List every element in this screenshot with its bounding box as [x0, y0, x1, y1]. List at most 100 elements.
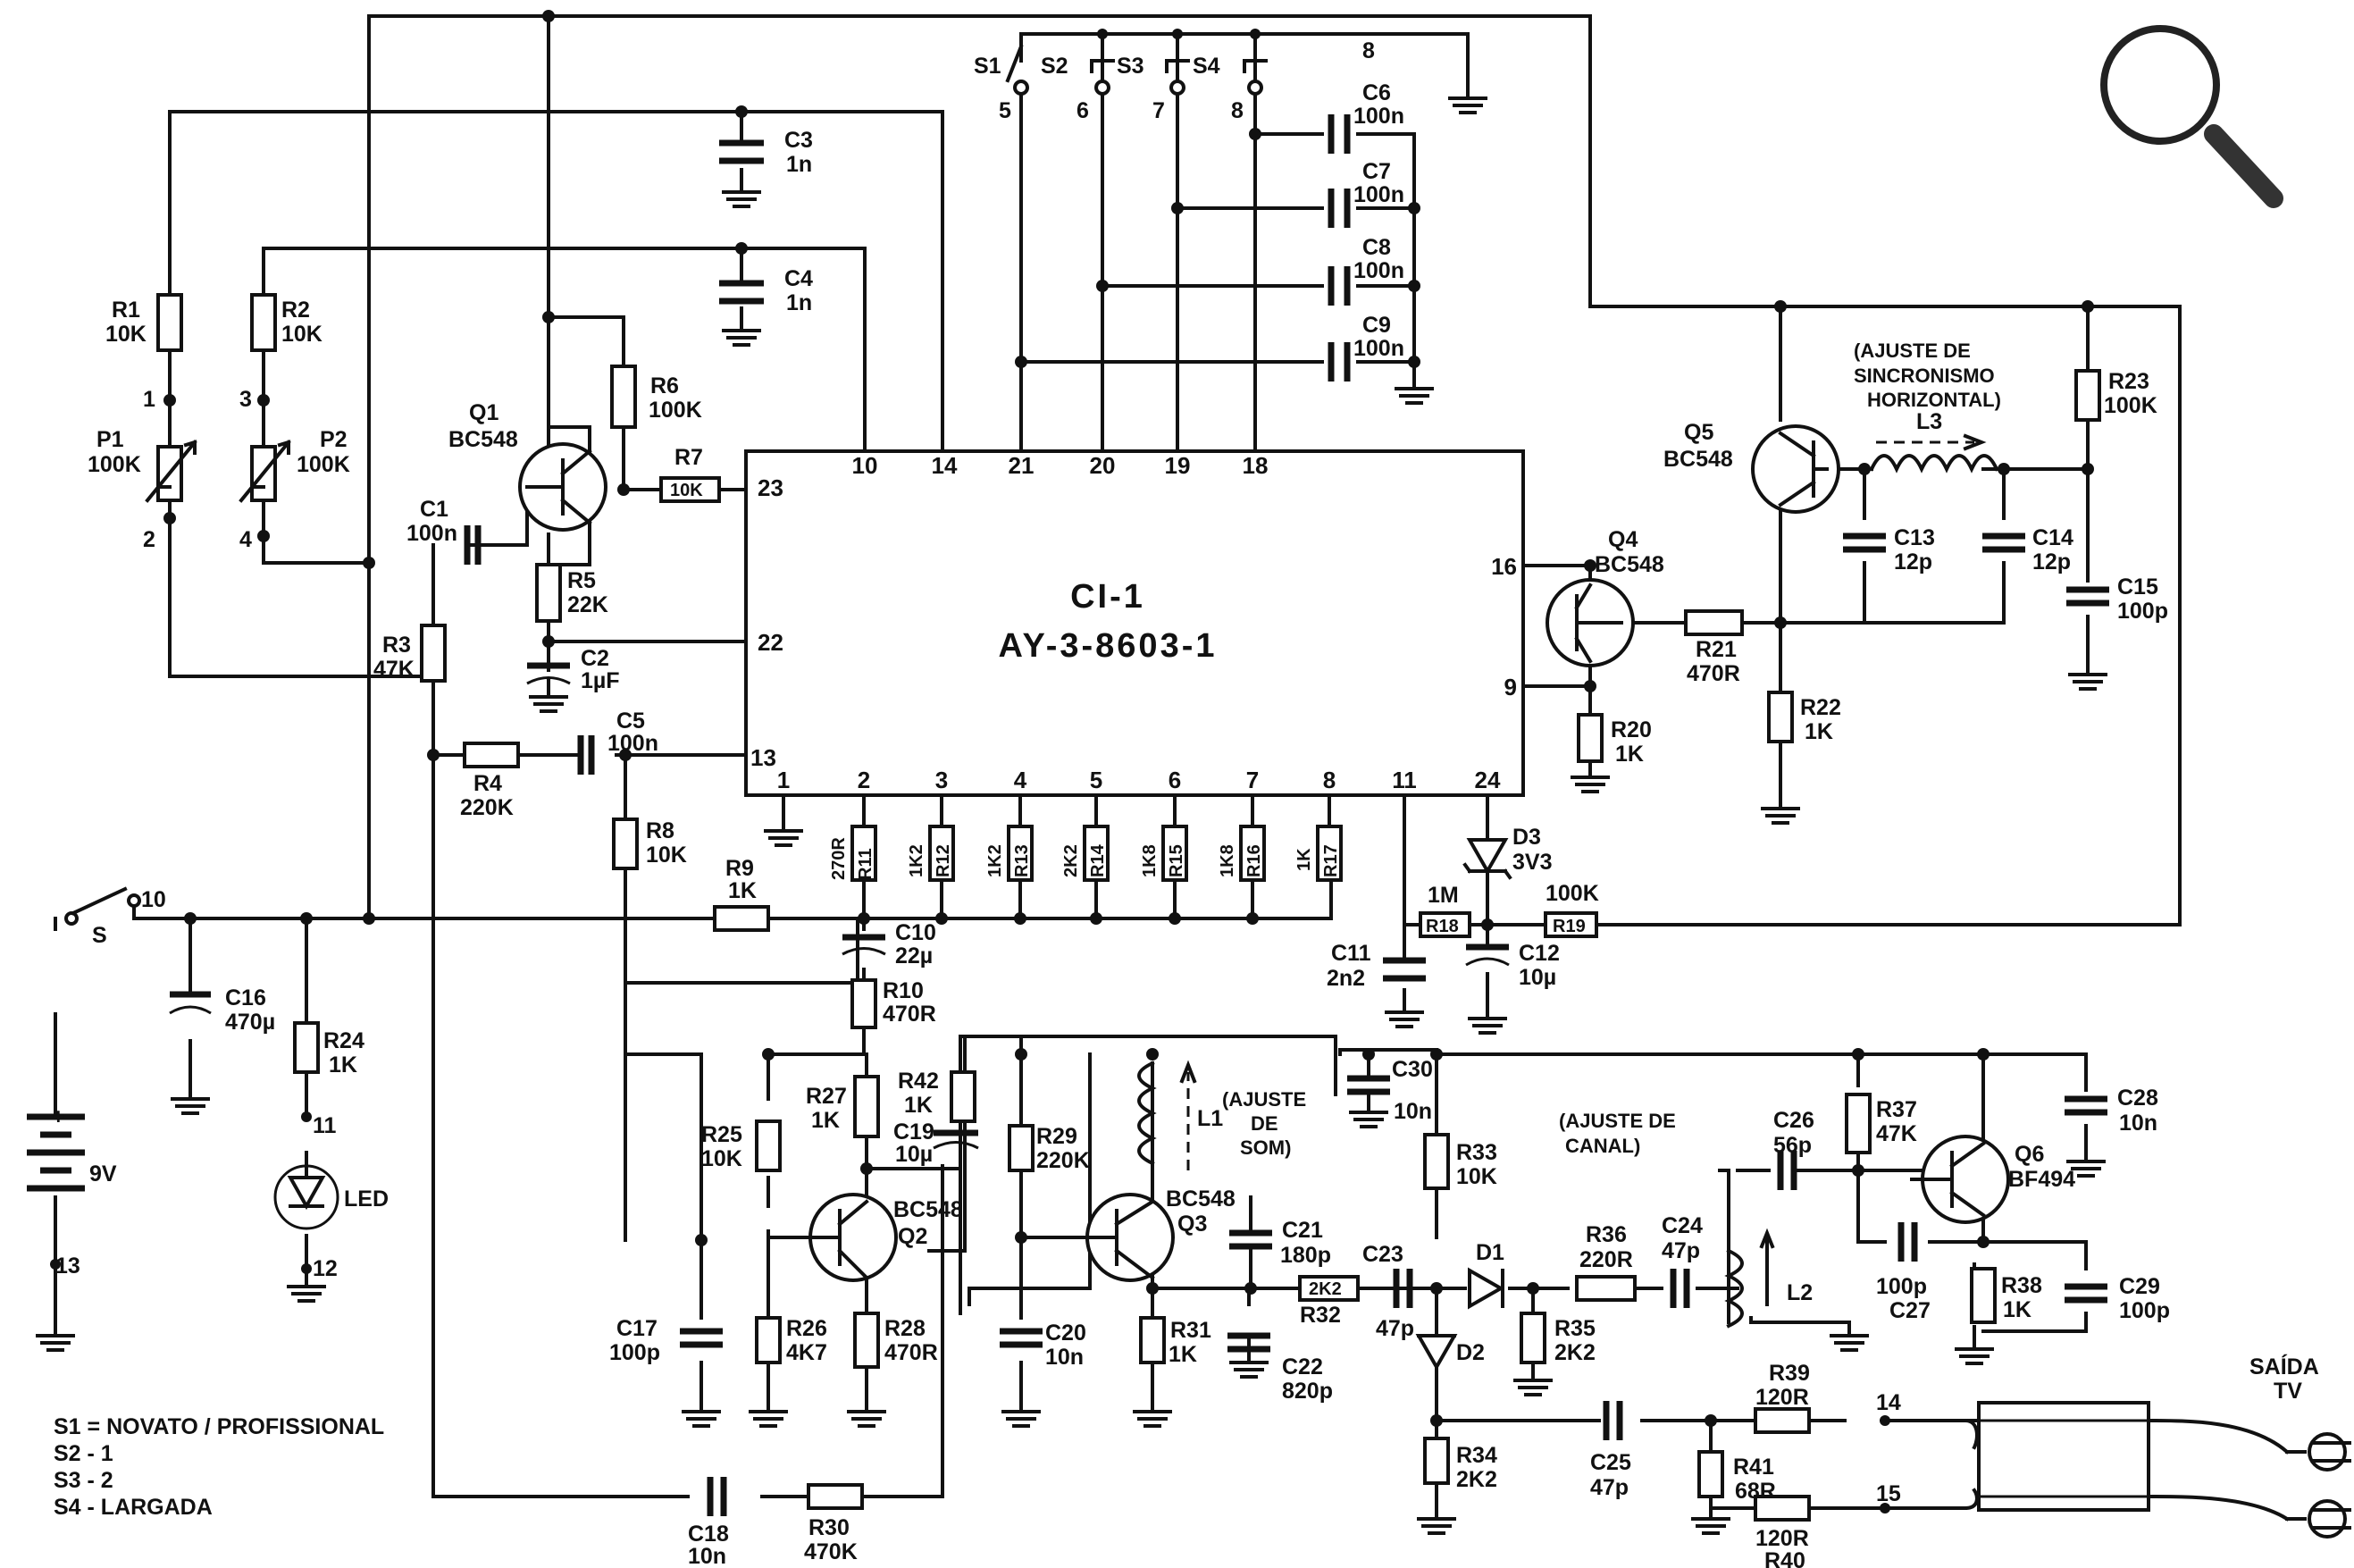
svg-text:C2: C2: [581, 646, 609, 671]
svg-text:10µ: 10µ: [1519, 965, 1556, 990]
svg-text:100K: 100K: [88, 452, 141, 477]
svg-text:2K2: 2K2: [1061, 844, 1081, 877]
svg-text:22: 22: [758, 629, 783, 656]
svg-text:R38: R38: [2001, 1273, 2042, 1298]
svg-text:R24: R24: [323, 1028, 364, 1053]
svg-text:R40: R40: [1764, 1548, 1805, 1568]
svg-text:1K: 1K: [1169, 1342, 1197, 1367]
transistor-q4: [1546, 578, 1635, 667]
svg-text:1K: 1K: [1805, 719, 1833, 744]
svg-text:100p: 100p: [2119, 1298, 2170, 1323]
svg-text:10K: 10K: [281, 322, 323, 347]
svg-text:23: 23: [758, 474, 783, 501]
svg-text:100n: 100n: [1353, 182, 1404, 207]
svg-text:1n: 1n: [786, 290, 812, 315]
svg-text:3V3: 3V3: [1512, 850, 1552, 875]
svg-text:R13: R13: [1012, 844, 1032, 877]
svg-text:R27: R27: [806, 1084, 847, 1109]
legend-line: S4 - LARGADA: [54, 1495, 213, 1520]
svg-text:470R: 470R: [1687, 661, 1740, 686]
legend-line: S3 - 2: [54, 1468, 113, 1493]
svg-text:1K: 1K: [811, 1108, 840, 1133]
resistor-r31: [1139, 1316, 1166, 1364]
svg-text:Q1: Q1: [469, 400, 498, 425]
svg-text:10n: 10n: [2119, 1111, 2157, 1136]
resistor-r38: [1970, 1267, 1997, 1324]
chip-ref: CI-1: [1070, 578, 1145, 616]
diode-d1: [1468, 1267, 1505, 1310]
svg-text:100n: 100n: [1353, 336, 1404, 361]
resistor-r35: [1520, 1312, 1546, 1364]
svg-text:C1: C1: [420, 497, 448, 522]
svg-text:C16: C16: [225, 985, 266, 1010]
svg-text:R21: R21: [1696, 637, 1737, 662]
svg-text:22K: 22K: [567, 592, 608, 617]
svg-text:11: 11: [1392, 767, 1417, 793]
svg-text:10K: 10K: [105, 322, 147, 347]
svg-text:C17: C17: [616, 1316, 658, 1341]
component-labels: S1 S2 S3 S4 8 5 6 7 8 S R1 10K R2 10K 1 …: [52, 38, 2319, 1568]
svg-text:R18: R18: [1426, 917, 1459, 936]
transistor-q3: [1019, 1193, 1175, 1282]
svg-text:R6: R6: [650, 373, 679, 398]
svg-text:10µ: 10µ: [895, 1142, 933, 1167]
transistor-q1: [518, 425, 607, 566]
svg-text:S3: S3: [1117, 54, 1144, 79]
svg-text:100K: 100K: [649, 398, 702, 423]
svg-text:10n: 10n: [1045, 1345, 1084, 1370]
svg-text:16: 16: [1491, 553, 1517, 580]
svg-text:D2: D2: [1456, 1340, 1485, 1365]
svg-text:C24: C24: [1662, 1213, 1703, 1238]
chip-part: AY-3-8603-1: [999, 627, 1218, 665]
svg-text:15: 15: [1876, 1481, 1901, 1506]
svg-text:100n: 100n: [1353, 104, 1404, 129]
svg-text:47p: 47p: [1376, 1316, 1414, 1341]
svg-text:5: 5: [1090, 767, 1102, 793]
svg-text:11: 11: [313, 1113, 337, 1138]
svg-text:HORIZONTAL): HORIZONTAL): [1867, 389, 2001, 411]
svg-text:R32: R32: [1300, 1303, 1341, 1328]
svg-text:R22: R22: [1800, 695, 1841, 720]
resistor-r8: [612, 818, 639, 870]
zener-d3: [1466, 838, 1509, 876]
svg-text:2: 2: [143, 527, 155, 552]
resistor-r32: [1298, 1275, 1360, 1302]
transistor-q5: [1751, 424, 1840, 514]
svg-text:BC548: BC548: [448, 427, 518, 452]
svg-text:C26: C26: [1773, 1108, 1814, 1133]
svg-text:10n: 10n: [688, 1544, 726, 1568]
svg-text:R17: R17: [1321, 844, 1341, 877]
resistor-r21: [1684, 609, 1744, 636]
svg-text:S1: S1: [974, 54, 1001, 79]
svg-text:270R: 270R: [829, 837, 849, 880]
svg-text:R4: R4: [473, 771, 502, 796]
svg-text:R39: R39: [1769, 1361, 1810, 1386]
svg-text:1: 1: [777, 767, 790, 793]
svg-text:470K: 470K: [804, 1539, 858, 1564]
svg-text:2K2: 2K2: [1309, 1279, 1342, 1299]
resistor-r5: [535, 563, 562, 623]
svg-text:120R: 120R: [1755, 1526, 1809, 1551]
grounds: [36, 96, 2107, 1535]
resistor-r7: [659, 476, 721, 503]
svg-text:14: 14: [932, 452, 958, 479]
resistor-r11: [850, 825, 877, 882]
magnifier-icon[interactable]: [2100, 25, 2283, 208]
svg-text:13: 13: [750, 744, 776, 771]
legend-line: S2 - 1: [54, 1441, 113, 1466]
svg-text:L3: L3: [1916, 409, 1942, 434]
svg-text:8: 8: [1231, 98, 1244, 123]
svg-text:1K: 1K: [1615, 742, 1644, 767]
resistor-r25: [755, 1119, 782, 1172]
svg-text:C14: C14: [2032, 525, 2073, 550]
svg-text:R9: R9: [725, 856, 754, 881]
resistor-r42: [950, 1070, 976, 1123]
svg-text:SOM): SOM): [1240, 1136, 1291, 1159]
svg-text:C28: C28: [2117, 1086, 2158, 1111]
resistor-r13: [1007, 825, 1034, 882]
svg-text:R16: R16: [1244, 844, 1264, 877]
svg-text:(AJUSTE DE: (AJUSTE DE: [1559, 1110, 1676, 1132]
svg-text:C4: C4: [784, 266, 813, 291]
svg-text:68R: 68R: [1735, 1479, 1776, 1504]
